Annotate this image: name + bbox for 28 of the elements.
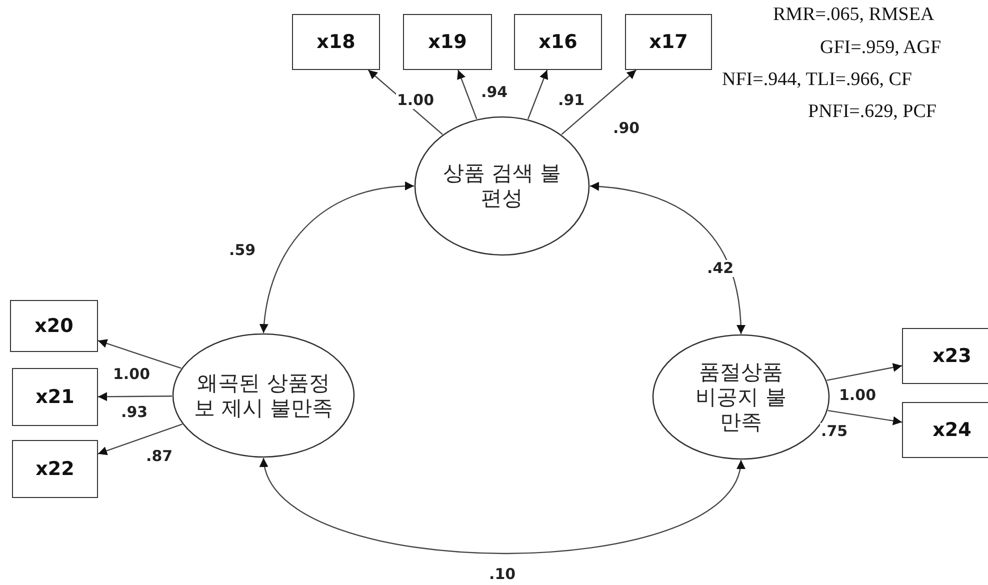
latent-ellipse: 상품 검색 불편성 [414, 116, 590, 256]
indicator-box: x19 [403, 14, 492, 70]
loading-arrow [98, 339, 182, 369]
indicator-box: x22 [12, 440, 98, 498]
indicator-box: x21 [12, 368, 98, 426]
indicator-box: x24 [902, 402, 988, 458]
fit-index-text: NFI=.944, TLI=.966, CF [722, 69, 912, 91]
fit-index-text: GFI=.959, AGF [820, 37, 942, 59]
indicator-box: x20 [10, 300, 98, 352]
covariance-arrow [262, 458, 742, 554]
loading-arrow [828, 410, 902, 426]
indicator-box: x16 [514, 14, 602, 70]
fit-index-text: RMR=.065, RMSEA [773, 4, 934, 26]
loading-arrow [98, 392, 172, 402]
edge-label: .42 [706, 260, 735, 277]
indicator-box: x17 [625, 14, 712, 70]
loading-arrow [527, 70, 548, 120]
loading-arrow [457, 70, 478, 120]
covariance-arrow [260, 182, 414, 334]
latent-ellipse: 왜곡된 상품정보 제시 불만족 [172, 333, 355, 458]
loading-arrow [561, 70, 637, 135]
fit-index-text: PNFI=.629, PCF [808, 101, 936, 123]
loading-arrow [98, 424, 182, 456]
indicator-box: x23 [902, 328, 988, 384]
covariance-arrow [590, 182, 746, 334]
loading-arrow [826, 363, 902, 381]
indicator-box: x18 [292, 14, 380, 70]
edge-label: 1.00 [396, 92, 436, 109]
